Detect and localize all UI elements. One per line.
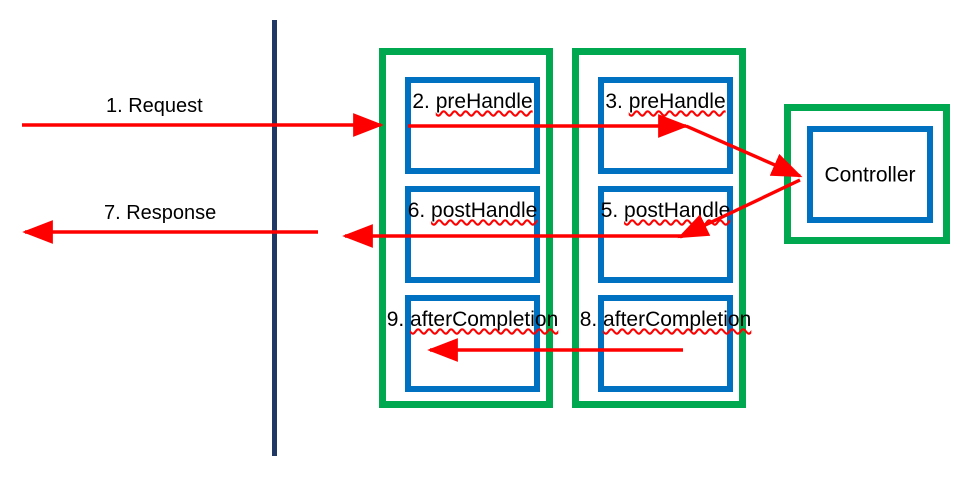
step-number: 6. <box>407 199 432 222</box>
step-number: 8. <box>579 308 604 331</box>
interceptor-1-preHandle-label: 2. preHandle <box>412 91 532 112</box>
interceptor-2-afterCompletion-box[interactable]: 8. afterCompletion <box>580 295 751 392</box>
controller-box[interactable]: Controller <box>807 126 933 223</box>
interceptor-1-afterCompletion-box[interactable]: 9. afterCompletion <box>387 295 558 392</box>
method-name: afterCompletion <box>410 308 559 331</box>
interceptor-1-afterCompletion-label: 9. afterCompletion <box>387 309 559 330</box>
controller-container: Controller <box>784 104 950 244</box>
interceptor-2-afterCompletion-label: 8. afterCompletion <box>580 309 752 330</box>
method-name: preHandle <box>435 90 533 113</box>
interceptor-2-container: 3. preHandle 5. postHandle 8. afterCompl… <box>572 48 751 408</box>
method-name: preHandle <box>628 90 726 113</box>
interceptor-1-container: 2. preHandle 6. postHandle 9. afterCompl… <box>379 48 558 408</box>
method-name: postHandle <box>624 199 731 222</box>
interceptor-2-preHandle-label: 3. preHandle <box>605 91 725 112</box>
interceptor-2-postHandle-box[interactable]: 5. postHandle <box>598 186 733 283</box>
boundary-lifeline <box>272 20 277 456</box>
response-label: 7. Response <box>104 202 217 224</box>
interceptor-2-preHandle-box[interactable]: 3. preHandle <box>598 77 733 174</box>
controller-label: Controller <box>824 163 916 186</box>
method-name: afterCompletion <box>603 308 752 331</box>
request-label: 1. Request <box>106 95 203 117</box>
step-number: 5. <box>600 199 625 222</box>
method-name: postHandle <box>431 199 538 222</box>
interceptor-1-postHandle-box[interactable]: 6. postHandle <box>405 186 540 283</box>
step-number: 9. <box>386 308 411 331</box>
interceptor-2-postHandle-label: 5. postHandle <box>601 200 731 221</box>
interceptor-1-postHandle-label: 6. postHandle <box>408 200 538 221</box>
interceptor-1-preHandle-box[interactable]: 2. preHandle <box>405 77 540 174</box>
step-number: 2. <box>412 90 436 113</box>
step-number: 3. <box>605 90 629 113</box>
